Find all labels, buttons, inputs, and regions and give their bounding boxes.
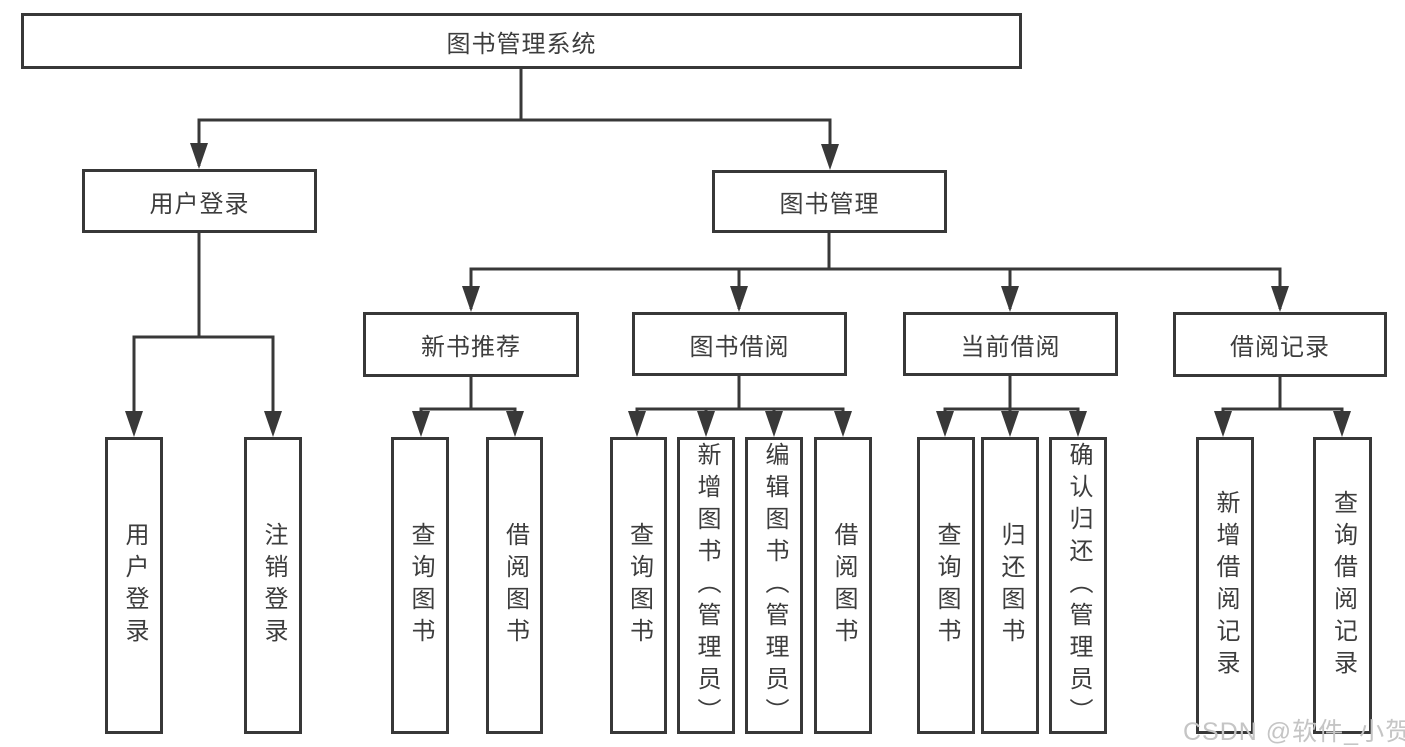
leaf-query-borrow-record: 查询借阅记录	[1313, 437, 1372, 734]
node-book-borrow-label: 图书借阅	[689, 333, 790, 361]
leaf-return-books: 归还图书	[981, 437, 1039, 734]
leaf-logout: 注销登录	[244, 437, 302, 734]
connector-new-books	[419, 377, 517, 433]
connector-user-login	[132, 233, 275, 433]
leaf-logout-label: 注销登录	[260, 521, 287, 650]
node-borrow-records: 借阅记录	[1173, 312, 1387, 377]
leaf-add-books: 新增图书（管理员）	[677, 437, 735, 734]
node-book-borrow: 图书借阅	[632, 312, 847, 376]
leaf-borrow-books-2-label: 借阅图书	[830, 521, 857, 650]
leaf-query-books-2-label: 查询图书	[625, 521, 653, 650]
leaf-add-books-label: 新增图书（管理员）	[693, 441, 720, 730]
leaf-user-login: 用户登录	[105, 437, 163, 734]
leaf-confirm-return: 确认归还（管理员）	[1049, 437, 1107, 734]
leaf-borrow-books-1-label: 借阅图书	[501, 521, 529, 650]
leaf-query-books-2: 查询图书	[610, 437, 667, 734]
node-root: 图书管理系统	[21, 13, 1022, 69]
connector-root	[197, 69, 832, 166]
leaf-user-login-label: 用户登录	[121, 521, 148, 650]
leaf-borrow-books-2: 借阅图书	[814, 437, 872, 734]
leaf-add-borrow-record: 新增借阅记录	[1196, 437, 1254, 734]
node-new-books: 新书推荐	[363, 312, 579, 377]
node-root-label: 图书管理系统	[446, 30, 597, 58]
leaf-edit-books: 编辑图书（管理员）	[745, 437, 803, 734]
connector-book-mgmt	[469, 233, 1282, 309]
leaf-add-borrow-record-label: 新增借阅记录	[1212, 489, 1239, 682]
connector-book-borrow	[635, 376, 845, 433]
node-current-borrow: 当前借阅	[903, 312, 1118, 376]
node-user-login-label: 用户登录	[149, 190, 250, 218]
node-new-books-label: 新书推荐	[421, 334, 521, 361]
connector-lines	[132, 69, 1344, 433]
node-book-mgmt-label: 图书管理	[779, 191, 880, 218]
leaf-query-books-1: 查询图书	[391, 437, 449, 734]
watermark: CSDN @软件_小贺同学	[1183, 718, 1405, 746]
node-borrow-records-label: 借阅记录	[1230, 334, 1330, 361]
leaf-query-books-3: 查询图书	[917, 437, 975, 734]
leaf-edit-books-label: 编辑图书（管理员）	[761, 441, 788, 730]
leaf-borrow-books-1: 借阅图书	[486, 437, 543, 734]
leaf-return-books-label: 归还图书	[997, 521, 1024, 650]
arrowheads	[125, 143, 1351, 437]
node-book-mgmt: 图书管理	[712, 170, 947, 233]
leaf-confirm-return-label: 确认归还（管理员）	[1065, 441, 1092, 730]
node-user-login: 用户登录	[82, 169, 317, 233]
leaf-query-books-1-label: 查询图书	[407, 521, 434, 650]
leaf-query-books-3-label: 查询图书	[933, 521, 960, 650]
node-current-borrow-label: 当前借阅	[960, 333, 1061, 361]
connector-borrow-records	[1221, 377, 1344, 433]
leaf-query-borrow-record-label: 查询借阅记录	[1329, 489, 1357, 682]
